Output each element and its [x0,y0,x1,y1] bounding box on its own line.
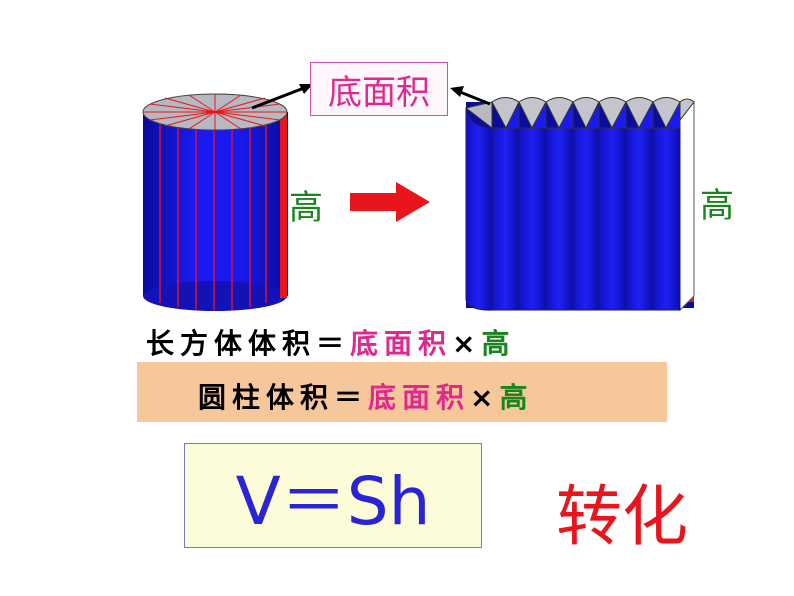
formula-equals: ＝ [316,327,351,360]
cuboid-right-face [679,100,695,312]
cylinder-formula-band [137,362,667,422]
convert-label: 转化 [556,478,688,555]
cuboid-height-label: 高 [700,186,734,226]
formula-times: × [470,381,500,414]
cylinder-height-label: 高 [289,188,323,228]
formula-subject: 圆柱体积 [198,381,335,414]
cylinder-height-edge [280,112,287,298]
transform-arrow [350,182,430,222]
symbolic-formula-box: V＝Sh [184,443,482,548]
formula-base-area: 底面积 [350,327,453,360]
cylinder-body [143,112,288,296]
cylinder-bottom [143,281,287,311]
cuboid-strips [465,107,681,311]
cuboid-top-sectors [464,97,695,130]
cuboid-approximation [464,97,695,312]
formula-height: 高 [499,381,534,414]
cylinder-cut-lines [159,112,267,311]
pointer-arrow-right [450,86,491,106]
cylinder-volume-formula: 圆柱体积＝底面积×高 [198,376,534,416]
formula-times: × [452,327,482,360]
base-area-label: 底面积 [310,62,448,116]
pointer-arrow-left [251,84,313,110]
formula-base-area: 底面积 [368,381,471,414]
cuboid-volume-formula: 长方体体积＝底面积×高 [146,322,516,362]
cylinder-top-sectors [143,94,287,130]
formula-equals: ＝ [334,381,369,414]
formula-subject: 长方体体积 [146,327,317,360]
formula-height: 高 [481,327,516,360]
cylinder [142,93,288,311]
